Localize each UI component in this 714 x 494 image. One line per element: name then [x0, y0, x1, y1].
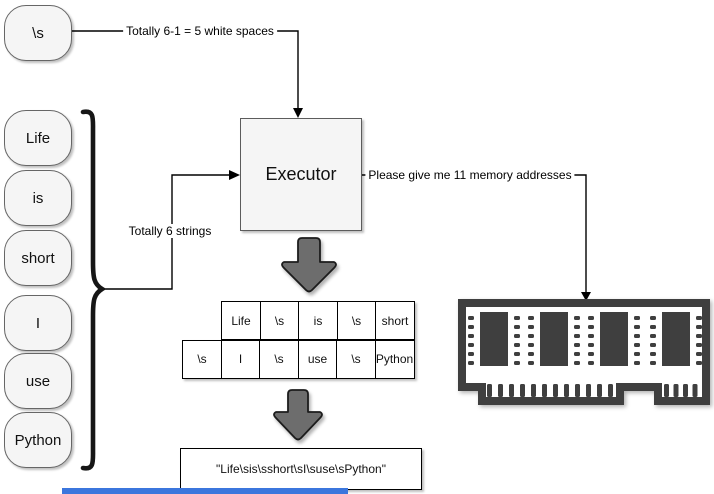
edge-white-spaces [71, 30, 299, 112]
node-string-short: short [4, 230, 72, 286]
result-string-label: "Life\sis\sshort\sI\suse\sPython" [216, 462, 386, 476]
node-string-use: use [4, 353, 72, 409]
concat-table-row2: \s I \s use \s Python [182, 339, 415, 379]
node-label: I [35, 314, 41, 332]
table-cell: I [220, 339, 261, 379]
table-cell: \s [336, 301, 377, 340]
table-cell: \s [259, 301, 300, 340]
node-label: use [25, 372, 51, 390]
node-string-is: is [4, 170, 72, 226]
ram-pins [468, 316, 702, 397]
horizontal-scrollbar-thumb[interactable] [62, 488, 348, 494]
node-executor: Executor [240, 118, 362, 231]
table-cell: \s [336, 339, 376, 379]
curly-brace-icon [80, 109, 107, 471]
table-cell: use [297, 339, 338, 379]
node-result-string: "Life\sis\sshort\sI\suse\sPython" [180, 448, 422, 490]
arrowhead-down-icon [581, 292, 591, 301]
node-string-python: Python [4, 412, 72, 468]
edge-label-six-strings: Totally 6 strings [125, 224, 215, 238]
node-label: short [21, 249, 55, 267]
table-cell: \s [259, 339, 299, 379]
ram-icon [458, 299, 710, 405]
arrowhead-right-icon [229, 170, 240, 180]
edge-memory-request [362, 174, 587, 294]
node-string-life: Life [4, 110, 72, 166]
arrowhead-down-icon [293, 108, 303, 118]
fat-down-arrow-icon [281, 237, 337, 293]
node-label: Life [25, 129, 51, 147]
node-label: Python [14, 431, 62, 449]
edge-label-white-spaces: Totally 6-1 = 5 white spaces [123, 24, 277, 38]
node-space-token: \s [4, 5, 72, 61]
executor-label: Executor [265, 164, 337, 184]
fat-down-arrow-icon [273, 389, 323, 441]
node-space-token-label: \s [32, 24, 44, 42]
edge-label-memory-request: Please give me 11 memory addresses [365, 168, 575, 182]
table-cell: Python [374, 339, 415, 379]
concat-table-row1: Life \s is \s short [221, 301, 415, 340]
table-cell: \s [182, 339, 222, 379]
node-string-i: I [4, 295, 72, 351]
table-cell: Life [221, 301, 261, 340]
table-cell: short [375, 301, 415, 340]
node-label: is [32, 189, 44, 207]
table-cell: is [298, 301, 338, 340]
